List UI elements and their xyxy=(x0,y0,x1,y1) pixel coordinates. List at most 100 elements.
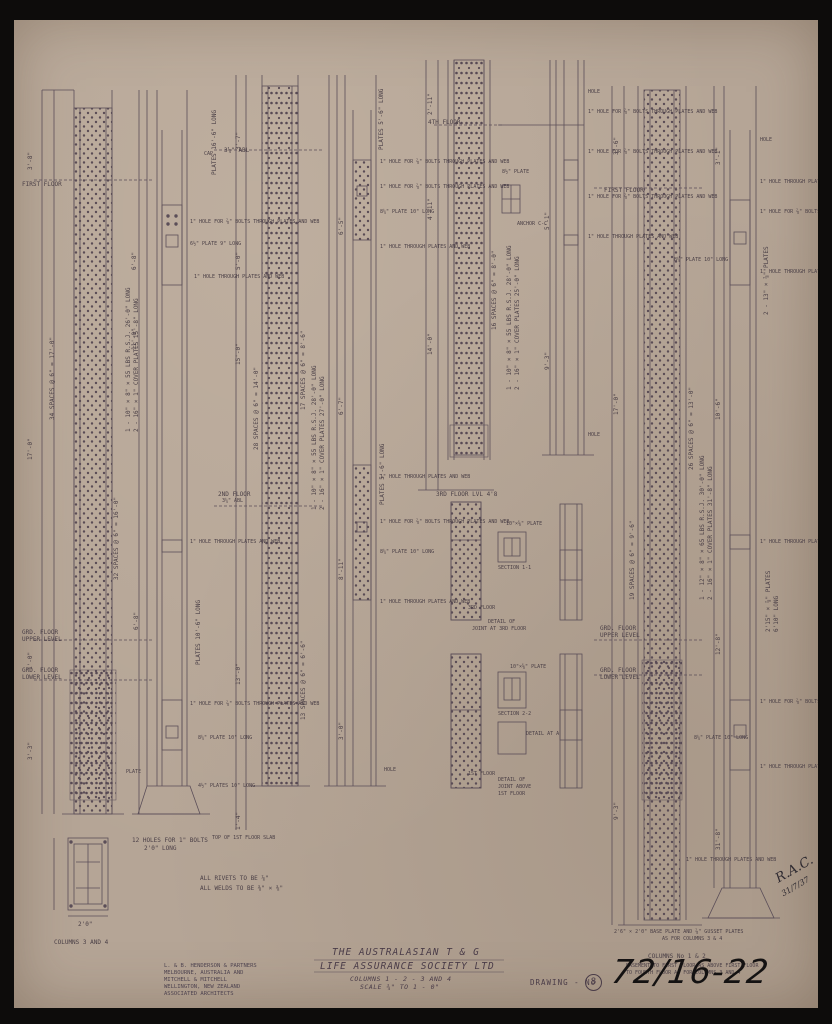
callout-hole-16: HOLE xyxy=(384,767,397,773)
detail-1st-2: JOINT ABOVE xyxy=(498,784,532,790)
callout-hole-6: 1" HOLE THROUGH PLATES AND WEB xyxy=(380,599,471,605)
spec-c1: 1 - 10" × 8" × 55 LBS R.S.J. 26'-0" LONG xyxy=(125,287,132,433)
callout-hole-1: 1" HOLE THROUGH PLATES AND WEB xyxy=(194,274,285,280)
callout-bolts-4: 1" HOLE FOR ⅞" BOLTS THROUGH PLATES AND … xyxy=(380,519,510,525)
callout-hole-3: 1" HOLE FOR ⅞" BOLTS THROUGH PLATES AND … xyxy=(380,159,510,165)
detail-plate-1: 10"×⅝" PLATE xyxy=(506,521,543,527)
drawing-no-number: 8 xyxy=(585,974,602,991)
dim-6ft7: 6'-7" xyxy=(338,396,345,415)
spec-c1-rivets: 34 SPACES @ 6" = 17'-0" xyxy=(49,336,56,420)
callout-plate-7: 8¼" PLATE 10" LONG xyxy=(674,257,729,263)
callout-hole-8: 1" HOLE THROUGH PLATES AND WEB xyxy=(588,234,679,240)
dim-1ft4: 1'-4" xyxy=(235,811,242,830)
dim-6ft8: 6'-8" xyxy=(131,251,138,270)
callout-bolts-8: 1" HOLE FOR ⅞" BOLTS THROUGH PLATES AND … xyxy=(760,209,818,215)
spec-plate-a: PLATES 16'-6" LONG xyxy=(211,109,218,175)
level-lower-2: LOWER LEVEL xyxy=(600,674,640,681)
dim-17ft: 17'-0" xyxy=(27,438,34,460)
detail-at-a: DETAIL AT A xyxy=(526,731,560,737)
callout-plate-word: PLATE xyxy=(126,769,142,775)
architect-line-1: L. & B. HENDERSON & PARTNERS xyxy=(164,963,257,969)
dim-7ft0: 9'-3" xyxy=(544,351,551,370)
callout-bolts-5: 1" HOLE FOR ⅞" BOLTS THROUGH PLATES AND … xyxy=(588,109,718,115)
right-note-2: TO FOURTH FLOOR AS FOR COLUMNS 3 AND 4 xyxy=(626,970,741,976)
spec-plate-f: 6'10" LONG xyxy=(773,595,780,632)
dim-10ft6: 10'-6" xyxy=(715,398,722,420)
spec-c3b: 2 - 16" × 1" COVER PLATES 25'-0" LONG xyxy=(514,256,521,390)
level-fourth-floor-lvl: 3¼" ABL xyxy=(224,147,250,154)
dim-8ft11: 8'-11" xyxy=(338,558,345,580)
spec-c2b: 2 - 16" × 1" COVER PLATES 27'-0" LONG xyxy=(319,376,326,510)
callout-hole-13: 1" HOLE THROUGH PLATES AND WEB xyxy=(760,539,818,545)
column-f xyxy=(498,60,594,456)
column-d xyxy=(324,75,386,787)
title-company-1: THE AUSTRALASIAN T & G xyxy=(332,947,480,958)
title-scale: SCALE ¾" TO 1 - 0" xyxy=(360,983,440,991)
level-grd-lower-2: GRD. FLOOR xyxy=(600,667,637,674)
callout-anchor: ANCHOR C-C xyxy=(517,221,548,227)
level-first-floor: FIRST FLOOR xyxy=(22,181,62,188)
spec-plate-b2: PLATES 5'-6" LONG xyxy=(378,88,385,150)
callout-hole-9: HOLE xyxy=(588,432,601,438)
column-e xyxy=(418,59,504,491)
spec-rivets-c: 28 SPACES @ 6" = 14'-0" xyxy=(253,366,260,450)
callout-bolts-7: 1" HOLE FOR ⅞" BOLTS THROUGH PLATES AND … xyxy=(588,194,718,200)
spec-c4b: 2 - 16" × 1" COVER PLATES 31'-8" LONG xyxy=(707,466,714,600)
dim-1ft0: 1'-0" xyxy=(27,651,34,670)
rivet-note-2: ALL WELDS TO BE ⅜" × ⅜" xyxy=(200,885,284,892)
spec-c3: 1 - 10" × 8" × 55 LBS R.S.J. 28'-0" LONG xyxy=(506,245,513,391)
spec-rivets-b: 17 SPACES @ 6" = 8'-6" xyxy=(300,330,307,410)
cap-note: TOP OF 1ST FLOOR SLAB xyxy=(212,835,276,841)
architect-line-2: MELBOURNE, AUSTRALIA AND xyxy=(164,969,244,976)
spec-rivets-g: 19 SPACES @ 6" = 9'-6" xyxy=(629,520,636,600)
detail-plate-2: 10"×⅝" PLATE xyxy=(510,664,547,670)
detail-1st-3: 1ST FLOOR xyxy=(498,791,526,797)
level-second-floor-lvl: 3¼" ABL xyxy=(222,498,244,504)
detail-1st-1: DETAIL OF xyxy=(498,777,526,783)
callout-hole-5: 1" HOLE THROUGH PLATES AND WEB xyxy=(380,474,471,480)
callout-hole-14: 1" HOLE THROUGH PLATES AND WEB xyxy=(760,764,818,770)
right-note-1: BASEMENT TO FIRST FLOOR AS ABOVE FIRST F… xyxy=(626,963,759,969)
callout-plate-5: 8¼" PLATE 10" LONG xyxy=(380,549,435,555)
spec-c2: 1 - 10" × 8" × 55 LBS R.S.J. 28'-0" LONG xyxy=(311,365,318,511)
column-h xyxy=(702,86,780,919)
dim-9ft3: 9'-3" xyxy=(613,801,620,820)
architect-line-4: WELLINGTON, NEW ZEALAND xyxy=(164,983,241,990)
architects-block: L. & B. HENDERSON & PARTNERS MELBOURNE, … xyxy=(164,963,257,997)
spec-plate-e: 2 - 13" × ⅞" PLATES xyxy=(763,246,770,315)
callout-plate-1: 6½" PLATE 9" LONG xyxy=(190,241,242,247)
dim-11ft: 11'-0" xyxy=(131,328,138,350)
base-note-2: AS FOR COLUMNS 3 & 4 xyxy=(662,936,723,942)
title-company-2: LIFE ASSURANCE SOCIETY LTD xyxy=(320,961,495,972)
dim-15ft: 15'-0" xyxy=(235,343,242,365)
column-g xyxy=(594,86,704,926)
detail-first-floor-lbl: 1ST FLOOR xyxy=(468,771,496,777)
detail-first-floor xyxy=(450,653,583,789)
dim-17ft-b: 17'-0" xyxy=(613,393,620,415)
callout-cap: CAP xyxy=(204,151,214,157)
dim-13ft: 13'-0" xyxy=(235,663,242,685)
drawing-no-label: DRAWING - No xyxy=(530,978,597,987)
level-grd-upper-2: GRD. FLOOR xyxy=(600,625,637,632)
level-lower: LOWER LEVEL xyxy=(22,674,62,681)
dim-8ft10: 12'-8" xyxy=(715,633,722,655)
callout-plate-8: 8¼" PLATE 10" LONG xyxy=(694,735,749,741)
dim-3ft8: 3'-8" xyxy=(27,151,34,170)
base-plate-detail xyxy=(53,837,109,917)
level-first-floor-2: FIRST FLOOR xyxy=(604,187,644,194)
dim-6ft8b: 6'-8" xyxy=(133,611,140,630)
callout-plate-6: 8½" PLATE xyxy=(502,169,530,175)
column-b xyxy=(132,90,210,815)
spec-c1b: 2 - 16" × 1" COVER PLATES 15'-8" LONG xyxy=(133,298,140,432)
caption-columns-1-2: COLUMNS No 1 & 2 xyxy=(648,953,706,960)
callout-bolts-2: 1" HOLE FOR ⅞" BOLTS THROUGH PLATES AND … xyxy=(190,701,320,707)
title-columns: COLUMNS 1 - 2 - 3 AND 4 xyxy=(350,975,452,983)
detail-section-1: SECTION 1-1 xyxy=(498,565,532,571)
dim-5ft: 5'-0" xyxy=(235,251,242,270)
base-note-1: 2'6" × 2'0" BASE PLATE AND ⅞" GUSSET PLA… xyxy=(614,929,744,935)
callout-hole-2: 1" HOLE THROUGH PLATES AND WEB xyxy=(190,539,281,545)
callout-hole-7: HOLE xyxy=(588,89,601,95)
dim-2ft11: 2'-11" xyxy=(427,93,434,115)
callout-bolts-3: 1" HOLE FOR ⅞" BOLTS THROUGH PLATES AND … xyxy=(380,184,510,190)
dim-3ft7: 3'-7" xyxy=(235,131,242,150)
